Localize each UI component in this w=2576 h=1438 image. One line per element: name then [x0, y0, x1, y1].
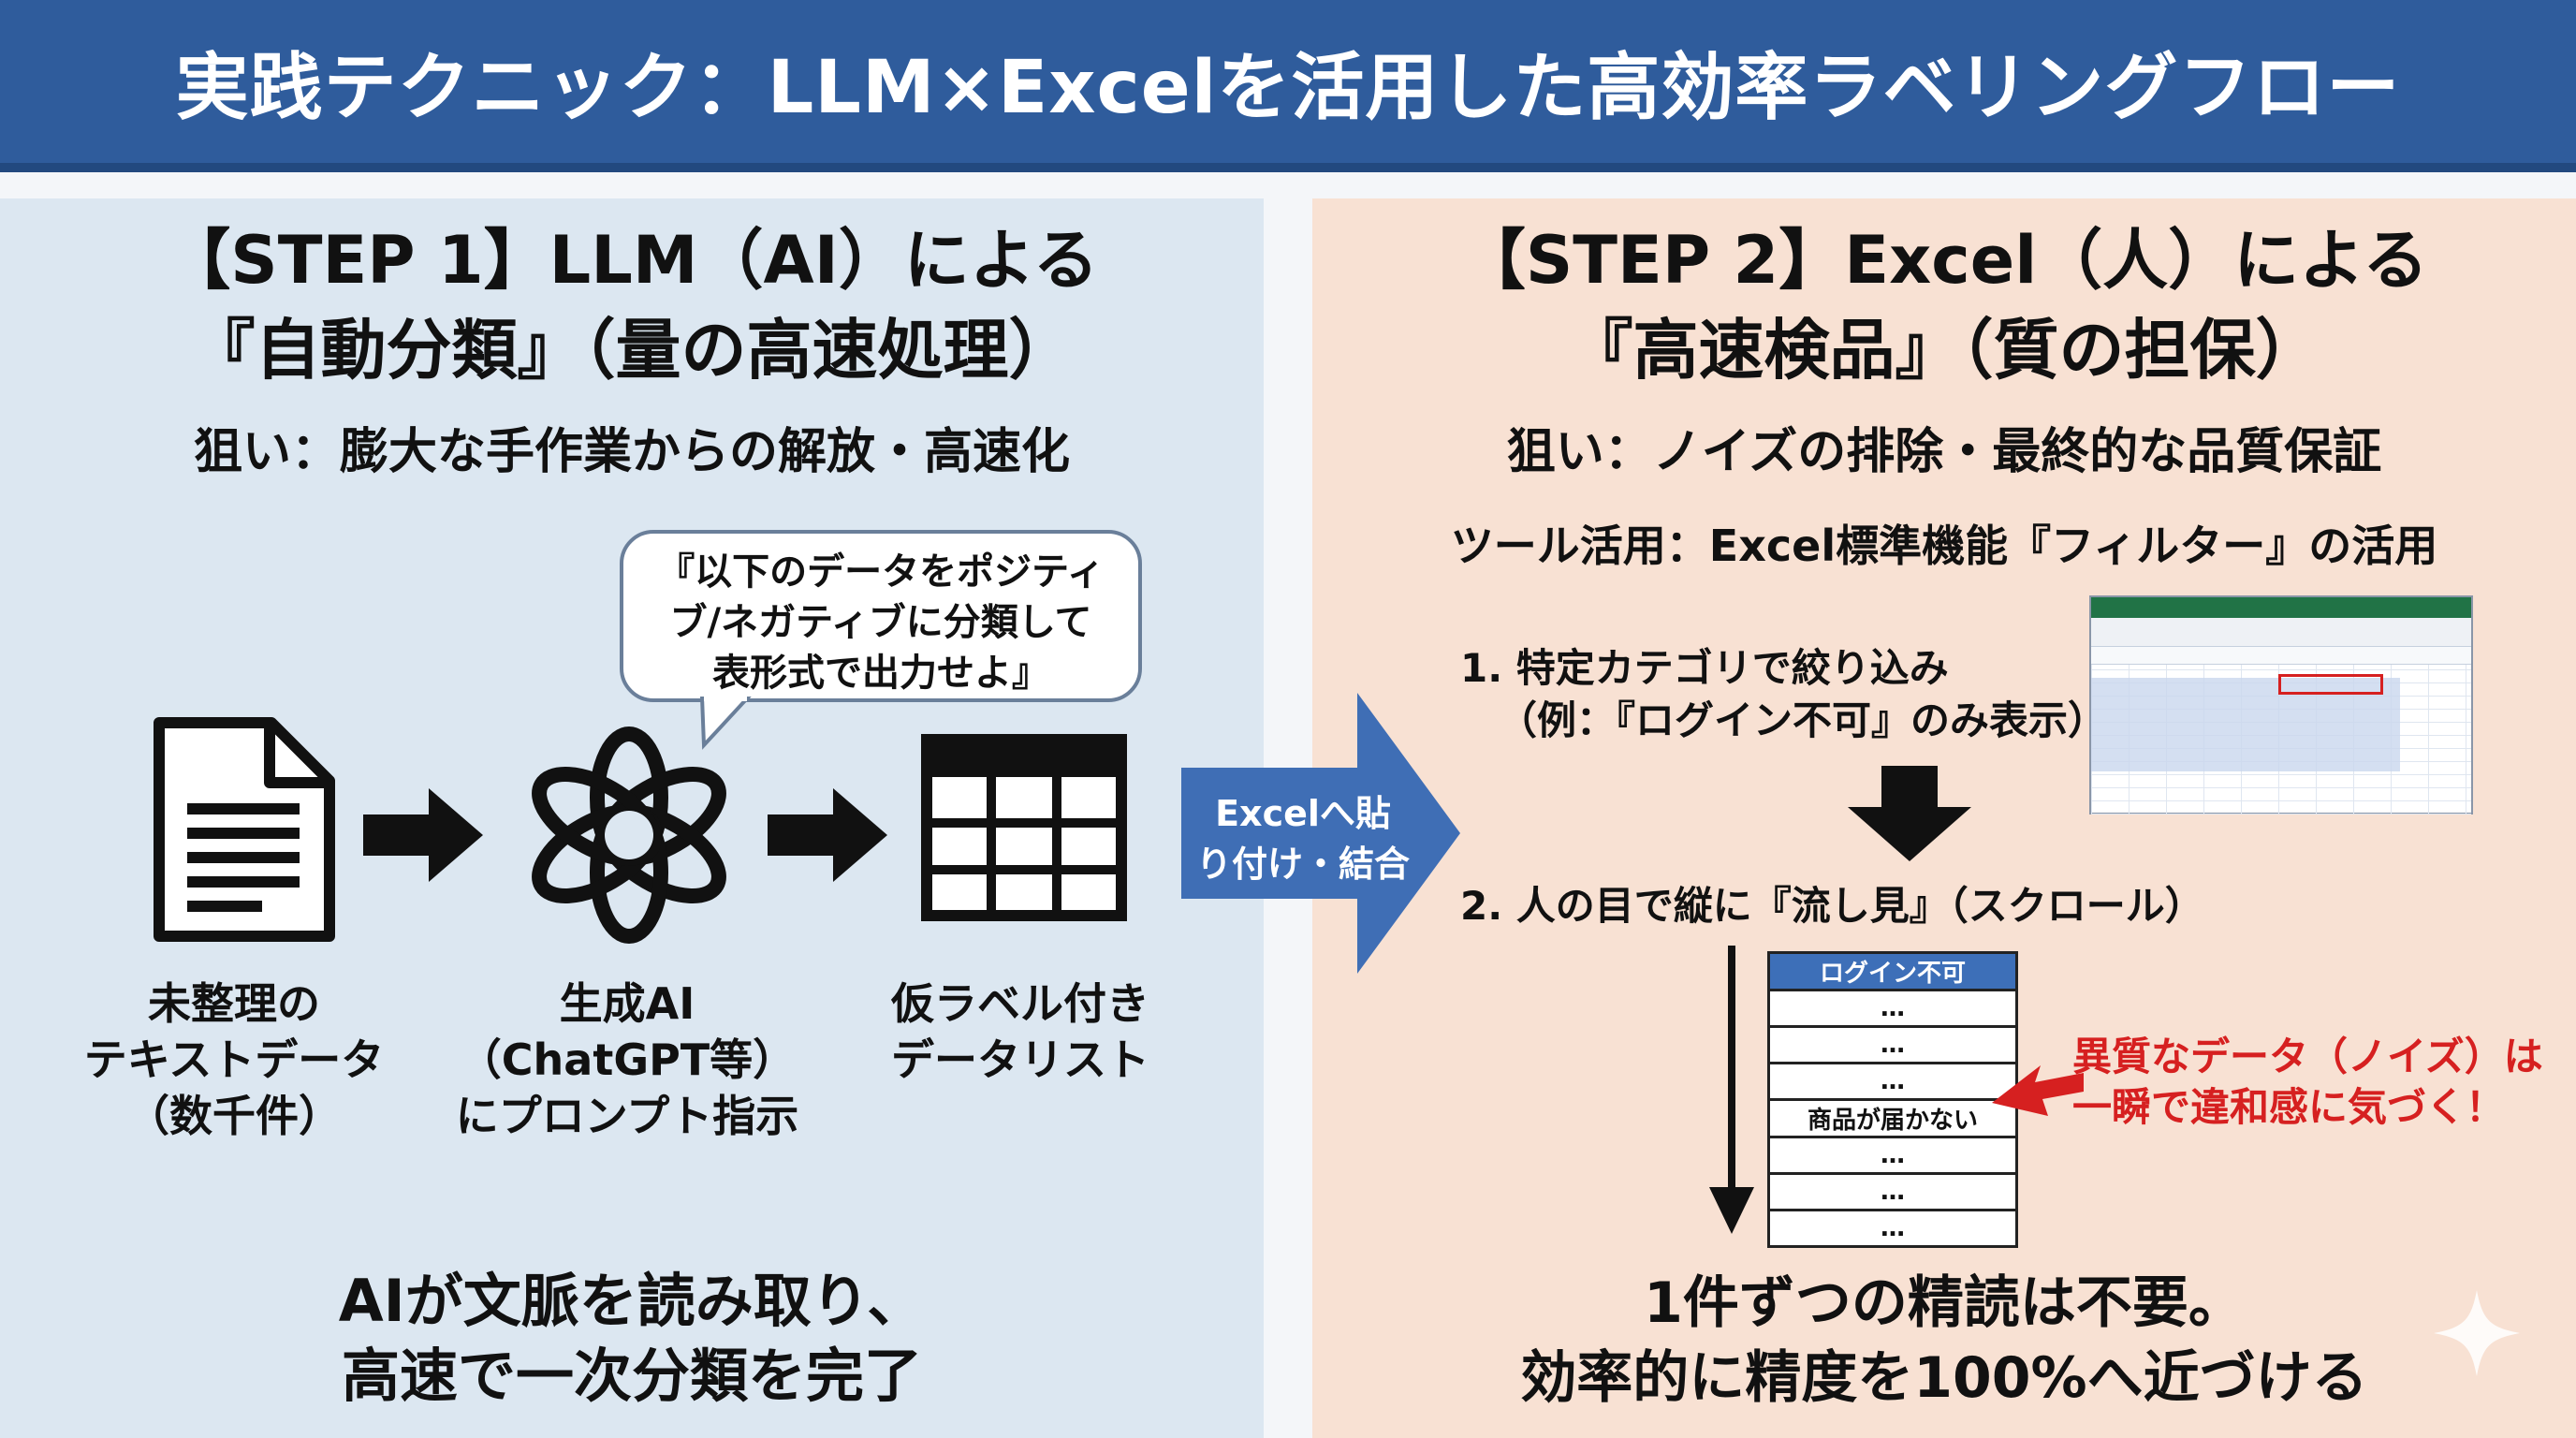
step1-heading-line2: 『自動分類』（量の高速処理） [189, 312, 1075, 389]
arrow-down-icon [1848, 766, 1971, 861]
scroll-down-arrow-icon [1709, 946, 1754, 1234]
callout-arrow-icon [1992, 1065, 2084, 1116]
step1-aim: 狙い：膨大な手作業からの解放・高速化 [193, 424, 1070, 480]
document-icon [154, 717, 335, 942]
substep1-line2: （例：『ログイン不可』のみ表示） [1498, 697, 2108, 743]
prompt-line2: ブ/ネガティブに分類して [669, 601, 1092, 644]
prompt-line3: 表形式で出力せよ』 [712, 652, 1049, 695]
excel-titlebar [2091, 597, 2471, 618]
table-grid-icon [921, 734, 1127, 921]
step2-heading-line2: 『高速検品』（質の担保） [1567, 312, 2321, 389]
ai-label: 生成AI （ChatGPT等） にプロンプト指示 [455, 978, 799, 1141]
doc-label: 未整理の テキストデータ （数千件） [83, 978, 385, 1141]
list-row: … [1767, 989, 2018, 1028]
excel-screenshot-thumbnail [2089, 595, 2473, 814]
step2-summary: 1件ずつの精読は不要。 効率的に精度を100%へ近づける [1520, 1270, 2368, 1411]
step1-heading-line1: 【STEP 1】LLM（AI）による [165, 222, 1099, 299]
substep2-label: 2. 人の目で縦に『流し見』（スクロール） [1460, 883, 2204, 929]
filtered-list: ログイン不可 … … … 商品が届かない … … … [1767, 951, 2018, 1248]
arrow-right-icon [768, 788, 887, 882]
list-label: 仮ラベル付き データリスト [891, 978, 1149, 1085]
list-row: … [1767, 1209, 2018, 1248]
transfer-arrow-icon [1181, 693, 1460, 974]
filtered-list-table: ログイン不可 … … … 商品が届かない … … … [1767, 951, 2018, 1248]
list-row-anomaly: 商品が届かない [1767, 1098, 2018, 1138]
list-row: … [1767, 1062, 2018, 1101]
list-row: … [1767, 1172, 2018, 1211]
step2-aim: 狙い：ノイズの排除・最終的な品質保証 [1506, 424, 2382, 480]
excel-grid [2091, 665, 2471, 814]
step2-tool: ツール活用：Excel標準機能『フィルター』の活用 [1450, 521, 2438, 571]
filter-highlight-box [2278, 674, 2383, 695]
list-row: … [1767, 1025, 2018, 1064]
prompt-line1: 『以下のデータをポジティ [657, 550, 1105, 594]
noise-callout: 異質なデータ（ノイズ）は 一瞬で違和感に気づく！ [2072, 1034, 2543, 1130]
list-row: … [1767, 1136, 2018, 1175]
sparkle-icon [2434, 1290, 2520, 1376]
list-header: ログイン不可 [1767, 951, 2018, 991]
excel-formula-bar [2091, 647, 2471, 665]
substep1-line1: 1. 特定カテゴリで絞り込み [1460, 645, 1949, 691]
prompt-bubble: 『以下のデータをポジティ ブ/ネガティブに分類して 表形式で出力せよ』 [620, 530, 1142, 702]
step1-summary: AIが文脈を読み取り、 高速で一次分類を完了 [338, 1267, 926, 1410]
openai-icon [532, 726, 726, 944]
transfer-label: Excelへ貼 り付け・結合 [1195, 793, 1410, 885]
page-title: 実践テクニック：LLM×Excelを活用した高効率ラベリングフロー [175, 46, 2401, 130]
bubble-tail-icon [699, 697, 752, 750]
arrow-right-icon [363, 788, 483, 882]
title-bar [0, 0, 2576, 172]
step2-heading-line1: 【STEP 2】Excel（人）による [1459, 222, 2429, 299]
excel-ribbon [2091, 618, 2471, 647]
